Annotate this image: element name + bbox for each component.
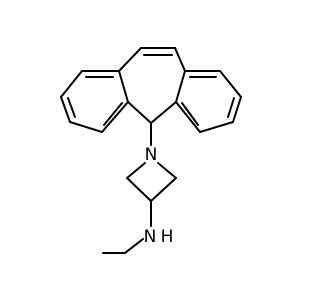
ring-nitrogen-label: N [145,145,158,165]
methylamine-group [102,200,152,254]
right-benzene-ring [175,70,242,133]
molecule-canvas: N N H [60,47,242,254]
azetidine-ring [126,162,177,202]
left-benzene-ring [60,70,129,133]
amine-nitrogen-label: N [144,227,157,247]
bridge-right-bond [174,47,186,72]
central-ring-bonds [127,101,177,146]
structure-diagram: N N H [60,47,242,254]
amine-hydrogen-label: H [161,227,174,247]
bridge-left-bond [118,47,142,72]
vinylene-bridge [118,47,186,72]
